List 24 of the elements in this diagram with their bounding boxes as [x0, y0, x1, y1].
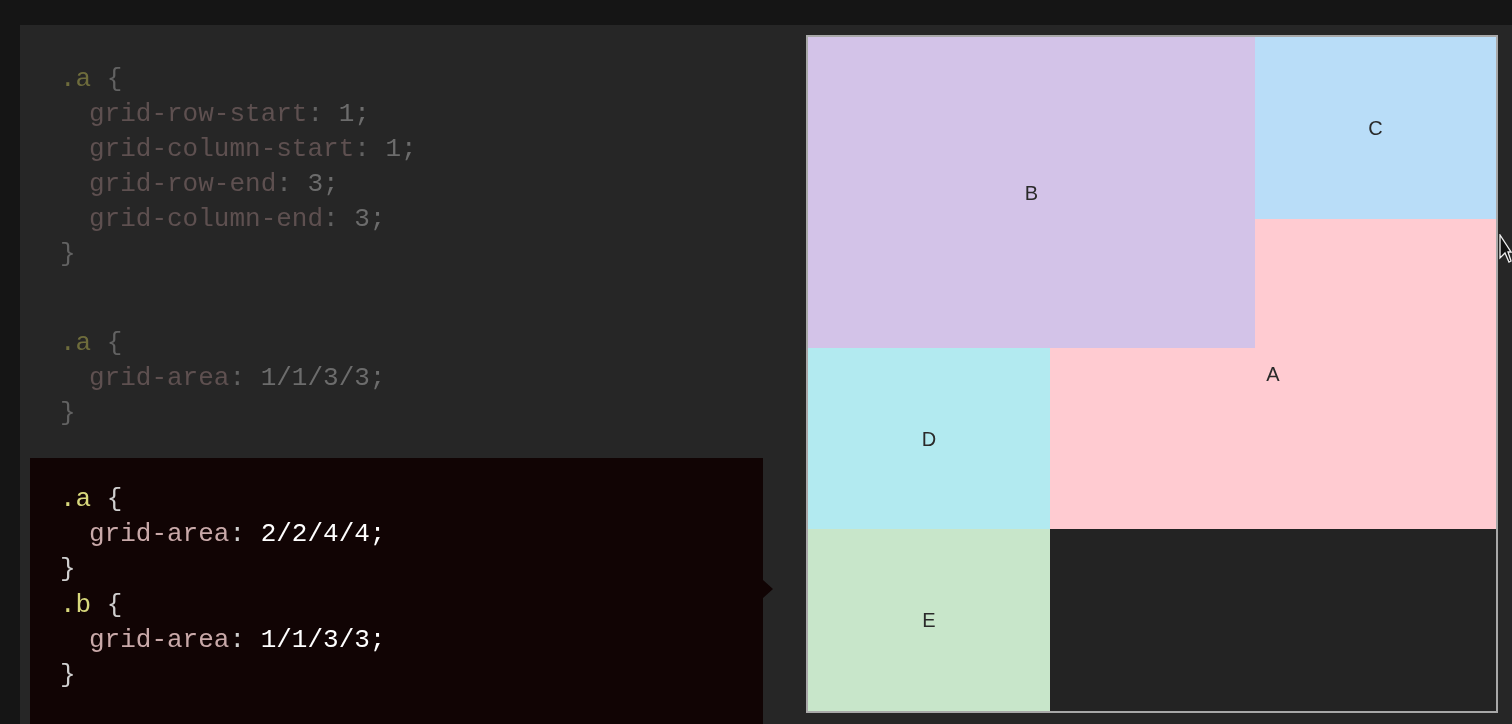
code-line: grid-area: 1/1/3/3; — [89, 625, 386, 655]
code-line: grid-area: 2/2/4/4; — [89, 519, 386, 549]
code-line: grid-column-end: 3; — [89, 204, 386, 234]
grid-item — [1255, 37, 1496, 219]
code-line: .a { — [60, 328, 123, 358]
code-line: } — [60, 554, 76, 584]
code-line: grid-row-start: 1; — [89, 99, 370, 129]
item-label: C — [1368, 117, 1383, 139]
grid-item — [808, 37, 1255, 348]
code-line: .b { — [60, 590, 123, 620]
grid-item — [808, 529, 1050, 711]
item-label: B — [1024, 181, 1039, 204]
item-label: D — [921, 427, 937, 450]
code-line: .a { — [60, 64, 123, 94]
code-line: grid-row-end: 3; — [89, 169, 339, 199]
code-line: grid-column-start: 1; — [89, 134, 417, 164]
code-line: grid-area: 1/1/3/3; — [89, 363, 386, 393]
code-line: } — [60, 660, 76, 690]
grid-item — [808, 348, 1050, 529]
item-label: E — [922, 609, 936, 631]
code-line: .a { — [60, 484, 123, 514]
code-line: } — [60, 398, 76, 428]
item-label: A — [1266, 363, 1280, 385]
code-line: } — [60, 239, 76, 269]
